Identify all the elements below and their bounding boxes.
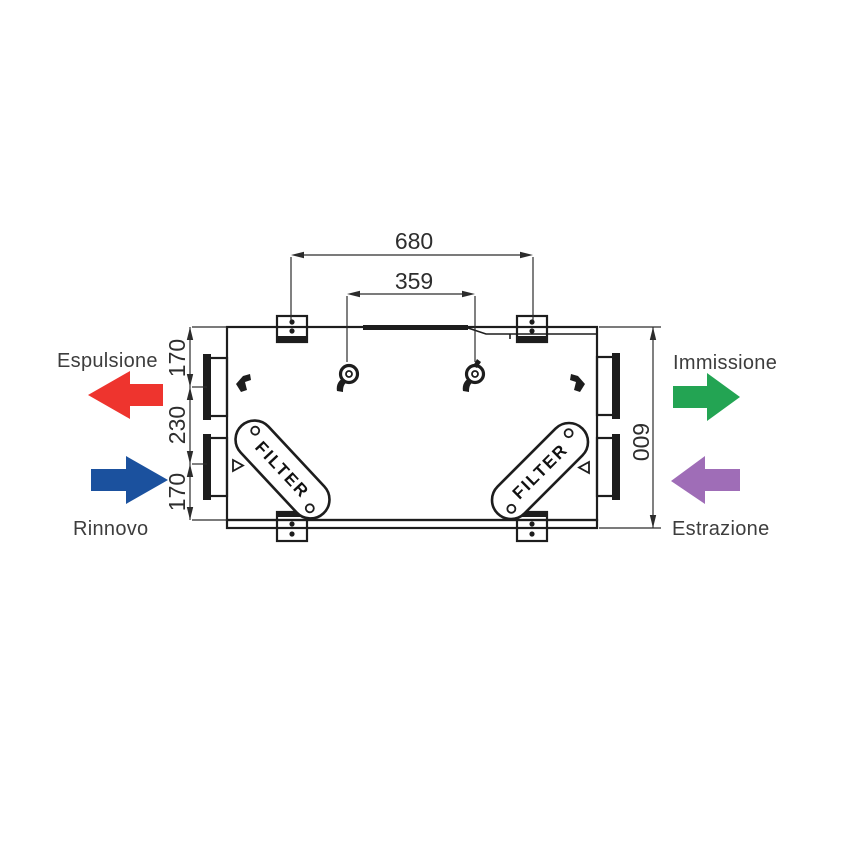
dimension-600: 600 — [599, 326, 661, 529]
knob-lever — [336, 379, 347, 392]
door-knob-right — [462, 359, 486, 392]
duct-port-left-bottom — [203, 434, 229, 500]
knob-lever — [462, 379, 473, 392]
bracket-hole — [289, 319, 295, 325]
filter-pin — [250, 425, 261, 436]
duct-flange — [612, 434, 620, 500]
dimension-680-value: 680 — [395, 228, 433, 254]
bracket-hole — [529, 319, 535, 325]
rinnovo-arrow-right — [91, 456, 168, 504]
bracket-hole — [289, 521, 295, 527]
latch-clip-left — [236, 374, 251, 392]
top-mounting-bracket-right — [515, 314, 549, 344]
dimension-chain-left: 170 230 170 — [164, 326, 227, 521]
flow-rinnovo: Rinnovo — [73, 456, 168, 540]
filter-left: FILTER — [234, 419, 331, 520]
filter-pin — [563, 428, 574, 439]
bracket-hole — [289, 531, 295, 537]
immissione-arrow-right — [673, 373, 740, 421]
dimension-230-value: 230 — [164, 406, 190, 444]
espulsione-arrow-left — [88, 371, 163, 419]
filter-right: FILTER — [490, 421, 590, 521]
flow-immissione: Immissione — [673, 352, 777, 421]
latch-clip-right — [570, 374, 585, 392]
unit-body — [225, 325, 599, 530]
flow-espulsione: Espulsione — [57, 350, 163, 419]
dimension-170-bottom-value: 170 — [164, 473, 190, 511]
bracket-hole — [529, 531, 535, 537]
door-seam-bar — [363, 325, 468, 330]
dimension-359-value: 359 — [395, 268, 433, 294]
estrazione-arrow-left — [671, 456, 740, 504]
bottom-mounting-bracket-left — [275, 510, 309, 543]
immissione-label: Immissione — [673, 352, 777, 374]
bottom-rail — [225, 518, 599, 530]
bracket-hole — [289, 328, 295, 334]
bottom-mounting-bracket-right — [515, 510, 549, 543]
bracket-hole — [529, 521, 535, 527]
filter-pin — [304, 503, 315, 514]
dimension-600-value: 600 — [628, 423, 654, 461]
duct-port-right-bottom — [595, 434, 620, 500]
door-seam-step — [467, 327, 596, 335]
duct-flange — [203, 434, 211, 500]
door-knob-left — [336, 363, 360, 392]
flow-estrazione: Estrazione — [671, 456, 770, 540]
flow-triangle-left — [232, 458, 245, 473]
espulsione-label: Espulsione — [57, 350, 158, 372]
knob-tab — [473, 359, 481, 368]
flow-triangle-right — [577, 460, 590, 475]
duct-flange — [612, 353, 620, 419]
dimension-170-top-value: 170 — [164, 339, 190, 377]
filter-pin — [506, 503, 517, 514]
bracket-hole — [529, 328, 535, 334]
duct-port-right-top — [595, 353, 620, 419]
dimension-680: 680 — [290, 228, 534, 321]
top-mounting-bracket-left — [275, 314, 309, 344]
estrazione-label: Estrazione — [672, 518, 770, 540]
rinnovo-label: Rinnovo — [73, 518, 148, 540]
dimension-359: 359 — [346, 268, 476, 362]
